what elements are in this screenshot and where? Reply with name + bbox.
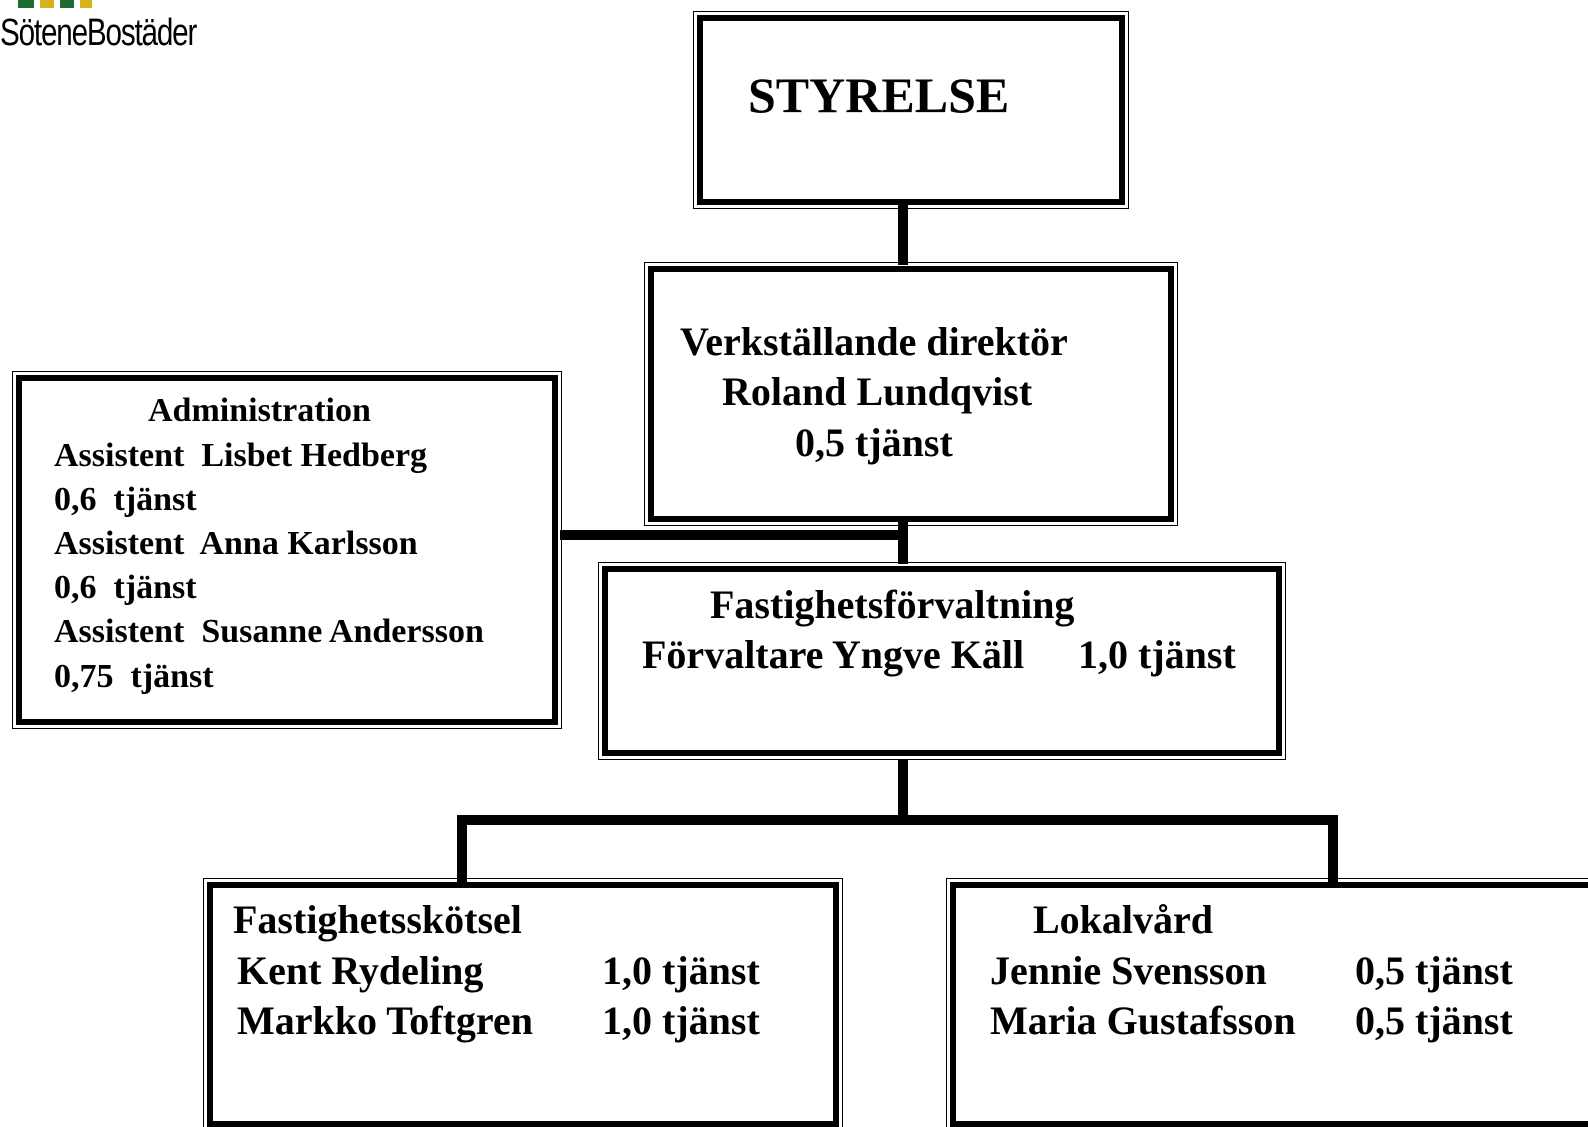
styrelse-title: STYRELSE (748, 67, 1010, 123)
fastighetsforvaltning-box (598, 562, 1286, 760)
vd-role: Verkställande direktör (680, 319, 1068, 364)
connector-to-fastighetsskotsel (457, 815, 467, 885)
logo-stripe (40, 0, 54, 8)
staff-name: Kent Rydeling (237, 948, 484, 993)
logo-mark (18, 0, 98, 8)
lokalvard-title: Lokalvård (1033, 897, 1214, 942)
administration-line: Assistent Anna Karlsson (54, 525, 418, 562)
logo-stripe (18, 0, 34, 8)
fastighetsskotsel-title: Fastighetsskötsel (233, 897, 522, 942)
logo-stripe (80, 0, 92, 8)
staff-name: Maria Gustafsson (990, 998, 1296, 1043)
logo-stripe (60, 0, 74, 8)
staff-fte: 0,5 tjänst (1355, 948, 1513, 993)
forvaltare-fte: 1,0 tjänst (1078, 632, 1236, 677)
connector-forvaltning-down (898, 760, 908, 818)
connector-to-lokalvard (1328, 815, 1338, 885)
administration-line: Assistent Lisbet Hedberg (54, 437, 428, 474)
vd-fte: 0,5 tjänst (795, 420, 953, 465)
vd-box (644, 262, 1178, 526)
administration-line: Assistent Susanne Andersson (54, 613, 484, 650)
fastighetsforvaltning-title: Fastighetsförvaltning (710, 582, 1075, 627)
vd-name: Roland Lundqvist (722, 369, 1033, 414)
administration-box (12, 371, 562, 729)
connector-styrelse-vd (898, 205, 908, 265)
styrelse-box (693, 11, 1129, 209)
staff-name: Markko Toftgren (237, 998, 533, 1043)
staff-name: Jennie Svensson (990, 948, 1267, 993)
brand-name: SöteneBostäder (0, 12, 197, 54)
connector-horizontal-bottom (457, 815, 1338, 825)
staff-fte: 1,0 tjänst (602, 998, 760, 1043)
administration-line: 0,6 tjänst (54, 481, 197, 518)
connector-admin (560, 530, 906, 540)
administration-line: 0,75 tjänst (54, 658, 214, 695)
forvaltare-name: Förvaltare Yngve Käll (642, 632, 1025, 677)
administration-line: 0,6 tjänst (54, 569, 197, 606)
staff-fte: 1,0 tjänst (602, 948, 760, 993)
connector-vd-forvaltning (898, 522, 908, 564)
staff-fte: 0,5 tjänst (1355, 998, 1513, 1043)
administration-title: Administration (148, 392, 371, 429)
